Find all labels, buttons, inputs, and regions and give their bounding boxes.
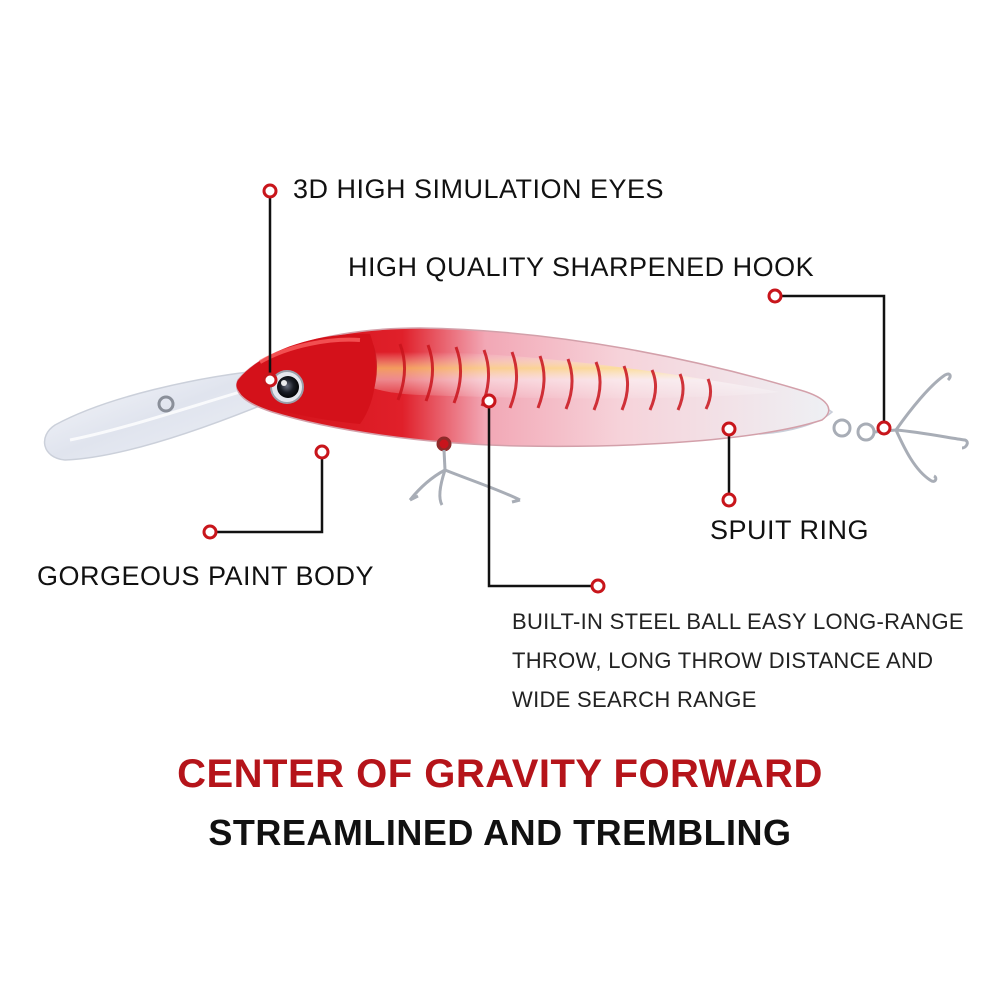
leader-line-steel-ball (487, 401, 598, 588)
diving-lip (43, 371, 263, 461)
callout-steel-ball-line: THROW, LONG THROW DISTANCE AND (512, 648, 934, 673)
callout-eyes-label: 3D HIGH SIMULATION EYES (293, 174, 665, 204)
red-ring-dot-icon (314, 444, 330, 460)
red-ring-dot-icon (481, 393, 497, 409)
red-ring-dot-icon (202, 524, 218, 540)
leader-line-hook (775, 294, 886, 428)
callout-steel-ball-line: BUILT-IN STEEL BALL EASY LONG-RANGE (512, 609, 964, 634)
callout-split-ring-label: SPUIT RING (710, 515, 870, 545)
callout-hook-label: HIGH QUALITY SHARPENED HOOK (348, 252, 815, 282)
red-ring-dot-icon (721, 421, 737, 437)
callout-steel-ball-text: BUILT-IN STEEL BALL EASY LONG-RANGE THRO… (512, 602, 964, 719)
line-tie-ring (157, 395, 175, 413)
headline-sub: STREAMLINED AND TREMBLING (208, 812, 792, 853)
callout-steel-ball-line: WIDE SEARCH RANGE (512, 687, 757, 712)
leader-line-paint-body (210, 452, 324, 534)
red-ring-dot-icon (262, 372, 278, 388)
belly-hook (408, 436, 521, 506)
headline-main: CENTER OF GRAVITY FORWARD (177, 752, 823, 796)
red-ring-dot-icon (767, 288, 783, 304)
red-ring-dot-icon (721, 492, 737, 508)
callout-paint-body-label: GORGEOUS PAINT BODY (37, 561, 375, 591)
red-ring-dot-icon (876, 420, 892, 436)
tail-hook (832, 372, 969, 483)
red-ring-dot-icon (262, 183, 278, 199)
red-ring-dot-icon (590, 578, 606, 594)
